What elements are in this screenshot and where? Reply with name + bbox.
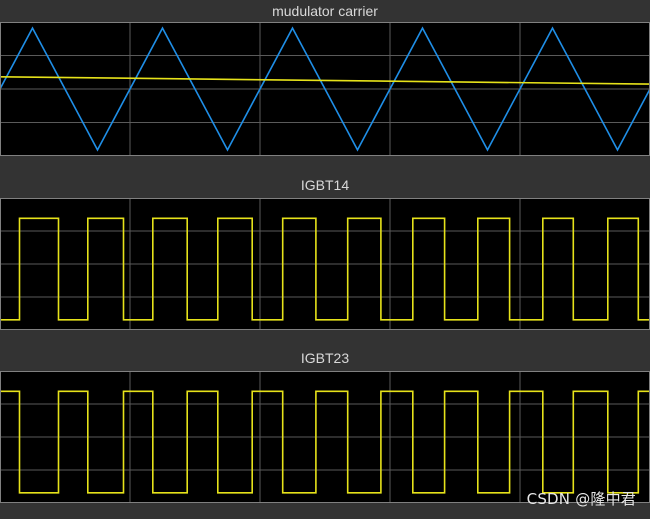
watermark: CSDN @隆中君	[526, 490, 636, 508]
series-line-1	[0, 76, 650, 85]
plot-igbt23	[0, 371, 650, 503]
scope-panel-igbt23: IGBT23	[0, 345, 650, 519]
plot-modulator-carrier	[0, 22, 650, 156]
series-line-0	[0, 390, 650, 494]
plot-title: IGBT23	[300, 350, 350, 366]
scope-panel-modulator-carrier: mudulator carrier	[0, 0, 650, 170]
series-line-0	[0, 217, 650, 321]
series-line-0	[0, 26, 650, 152]
plot-title: IGBT14	[300, 177, 350, 193]
plot-title: mudulator carrier	[272, 3, 378, 19]
scope-panel-igbt14: IGBT14	[0, 174, 650, 334]
plot-igbt14	[0, 198, 650, 330]
